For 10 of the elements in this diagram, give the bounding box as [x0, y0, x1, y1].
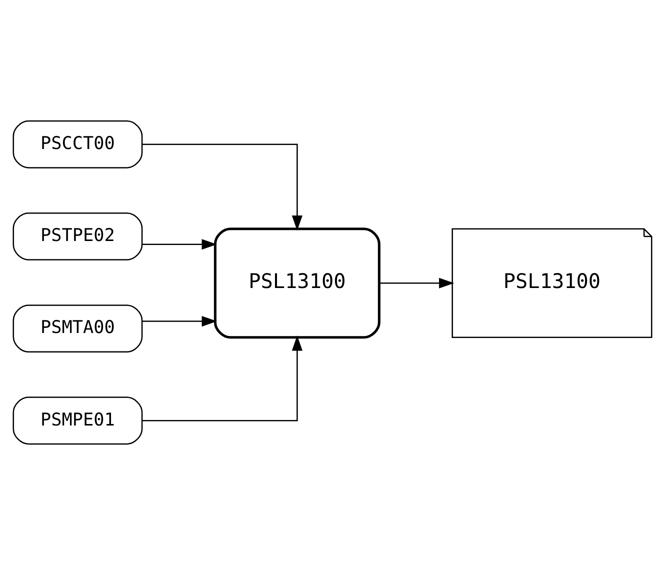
node-box: PSMPE01: [12, 396, 143, 444]
arrow: [142, 335, 302, 421]
node-box: PSL13100: [214, 227, 380, 338]
node-box: PSCCT00: [12, 120, 143, 168]
node-box: PSMTA00: [12, 304, 143, 352]
arrow: [142, 143, 302, 230]
arrow: [379, 277, 454, 288]
node-box: PSTPE02: [12, 212, 143, 260]
arrow: [142, 238, 217, 250]
arrow: [142, 315, 217, 326]
